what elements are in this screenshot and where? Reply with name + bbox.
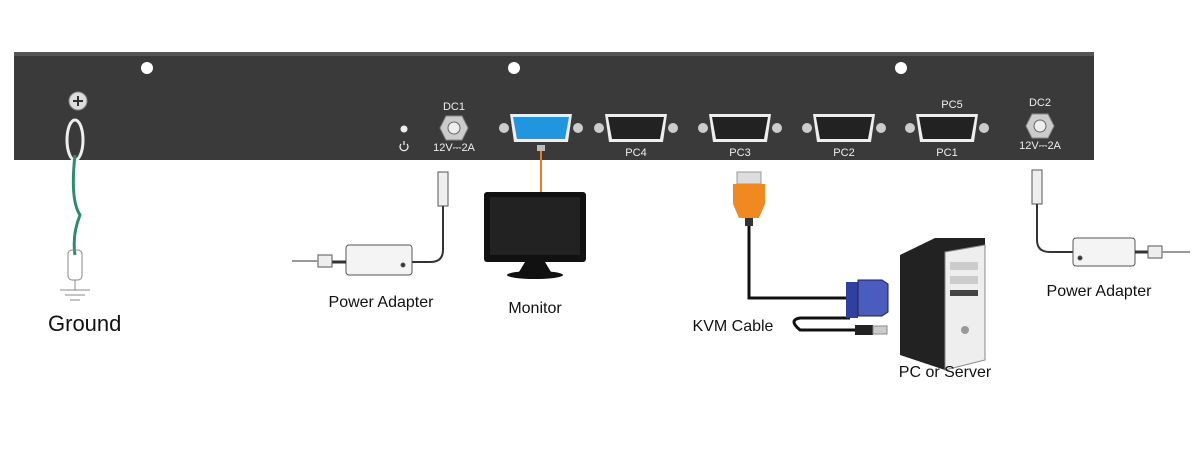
port-label-pc3: PC3 xyxy=(729,147,750,159)
power-adapter-left-label: Power Adapter xyxy=(329,294,435,311)
dc2-label: DC2 xyxy=(1029,97,1051,109)
vga-port-pc3 xyxy=(698,114,782,142)
vga-port-pc1 xyxy=(905,114,989,142)
dc1-label: DC1 xyxy=(443,101,465,113)
vga-port-pc4 xyxy=(594,114,678,142)
ground-wire xyxy=(71,154,82,256)
monitor-icon xyxy=(537,145,545,151)
dc2-rating: 12V⎓2A xyxy=(1019,140,1061,152)
pc-server-label: PC or Server xyxy=(899,364,992,381)
dc2-jack xyxy=(1025,113,1055,139)
kvm-cable xyxy=(733,171,889,335)
ground-label: Ground xyxy=(48,311,121,336)
dc1-rating: 12V⎓2A xyxy=(433,142,475,154)
port-label-pc1: PC1 xyxy=(936,147,957,159)
vga-monitor-port xyxy=(499,114,583,142)
port-label-pc2: PC2 xyxy=(833,147,854,159)
vga-port-pc2 xyxy=(802,114,886,142)
monitor-icon-device xyxy=(484,192,586,279)
pc5-label: PC5 xyxy=(941,99,962,111)
power-adapter-right-label: Power Adapter xyxy=(1047,283,1153,300)
pc-server-icon xyxy=(900,238,986,371)
power-adapter-right xyxy=(1031,169,1190,267)
power-icon xyxy=(399,141,409,152)
dc1-jack xyxy=(439,115,469,141)
ground-symbol-icon xyxy=(60,249,90,301)
port-label-pc4: PC4 xyxy=(625,147,646,159)
kvm-cable-label: KVM Cable xyxy=(693,318,774,335)
monitor-label: Monitor xyxy=(508,300,562,317)
kvm-rear-panel xyxy=(14,52,1094,160)
power-led xyxy=(400,125,408,133)
power-adapter-left xyxy=(292,171,449,276)
